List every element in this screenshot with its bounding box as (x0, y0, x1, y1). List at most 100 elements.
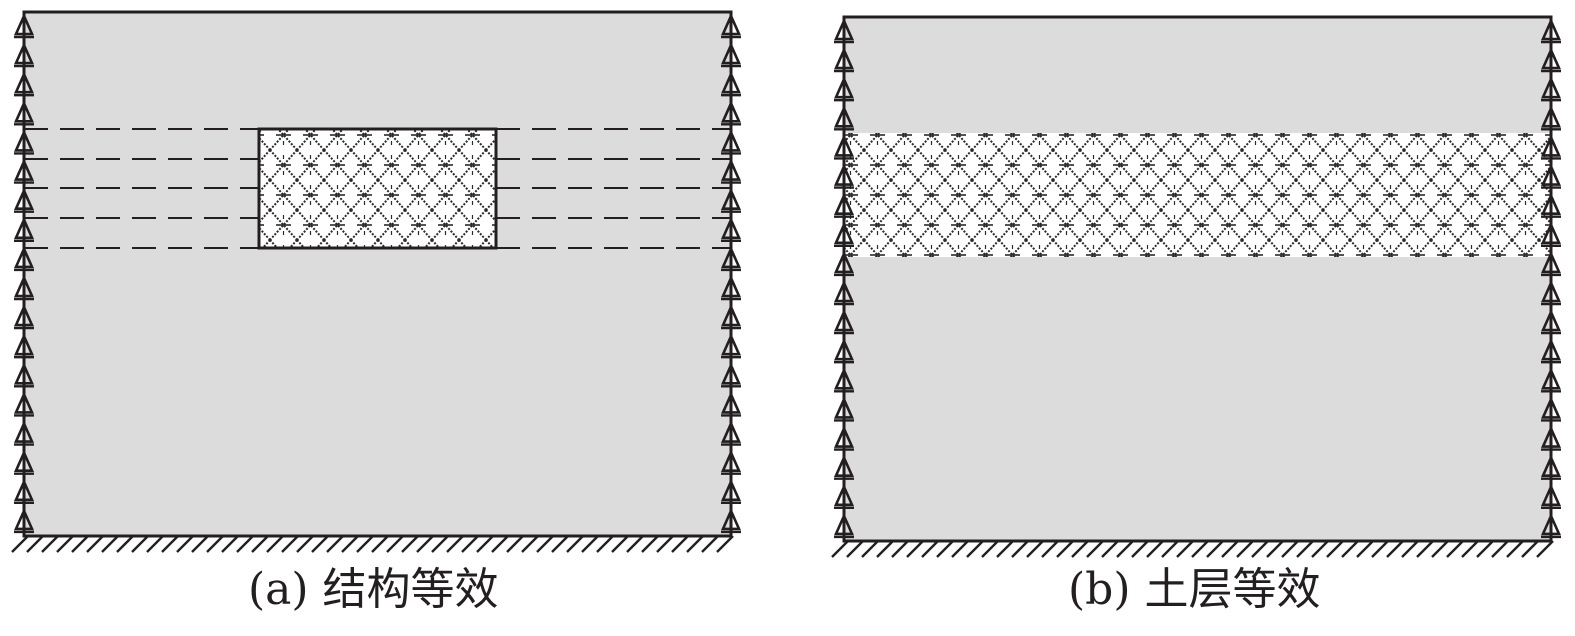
hatch-mark (266, 535, 284, 553)
roller-support-triangle (1540, 17, 1562, 41)
hatch-mark (1416, 540, 1434, 558)
hatch-mark (716, 535, 734, 553)
hatch-mark (1176, 540, 1194, 558)
roller-support-triangle (720, 12, 742, 36)
roller-support-triangle (833, 483, 855, 507)
hatch-mark (1086, 540, 1104, 558)
roller-support-triangle (1540, 483, 1562, 507)
hatch-mark (86, 535, 104, 553)
hatch-mark (626, 535, 644, 553)
roller-support-triangle (833, 308, 855, 332)
roller-support-triangle (1540, 221, 1562, 245)
hatch-mark (206, 535, 224, 553)
roller-support-triangle (833, 454, 855, 477)
roller-support-triangle (1540, 105, 1562, 128)
hatch-mark (966, 540, 984, 558)
hatch-mark (906, 540, 924, 558)
hatch-mark (1341, 540, 1359, 558)
hatch-mark (416, 535, 434, 553)
hatch-mark (371, 535, 389, 553)
hatch-mark (116, 535, 134, 553)
roller-support-triangle (833, 163, 855, 186)
hatch-mark (521, 535, 539, 553)
hatch-mark (1356, 540, 1374, 558)
roller-support-triangle (1540, 76, 1562, 99)
equivalent-soil-layer (844, 133, 1551, 257)
roller-support-triangle (720, 420, 742, 443)
roller-support-triangle (13, 12, 35, 36)
roller-support-triangle (833, 338, 855, 361)
panel-b-soil-layer-equivalent (831, 15, 1562, 558)
roller-support-triangle (13, 420, 35, 443)
hatch-mark (1041, 540, 1059, 558)
hatch-mark (861, 540, 879, 558)
hatch-mark (1026, 540, 1044, 558)
hatch-mark (1131, 540, 1149, 558)
roller-support-triangle (1540, 134, 1562, 157)
roller-support-triangle (720, 129, 742, 152)
roller-support-triangle (1540, 250, 1562, 274)
roller-support-triangle (720, 71, 742, 94)
roller-support-triangle (720, 216, 742, 240)
hatch-mark (491, 535, 509, 553)
roller-support-triangle (833, 367, 855, 390)
hatch-mark (921, 540, 939, 558)
roller-support-triangle (1540, 279, 1562, 303)
hatch-mark (1011, 540, 1029, 558)
hatch-mark (596, 535, 614, 553)
hatch-mark (296, 535, 314, 553)
roller-support-triangle (13, 129, 35, 152)
roller-support-triangle (13, 391, 35, 414)
hatch-mark (1206, 540, 1224, 558)
hatch-mark (1281, 540, 1299, 558)
hatch-mark (476, 535, 494, 553)
roller-support-triangle (833, 396, 855, 419)
hatch-mark (236, 535, 254, 553)
hatch-mark (686, 535, 704, 553)
hatch-mark (1191, 540, 1209, 558)
hatch-mark (446, 535, 464, 553)
hatch-mark (341, 535, 359, 553)
hatch-mark (1056, 540, 1074, 558)
roller-support-triangle (833, 192, 855, 215)
hatch-mark (876, 540, 894, 558)
right-roller-supports (1540, 17, 1562, 541)
hatch-mark (401, 535, 419, 553)
roller-support-triangle (833, 134, 855, 157)
hatch-mark (1371, 540, 1389, 558)
hatch-mark (1431, 540, 1449, 558)
hatch-mark (1146, 540, 1164, 558)
roller-support-triangle (720, 391, 742, 414)
roller-support-triangle (1540, 367, 1562, 390)
roller-support-triangle (833, 17, 855, 41)
hatch-mark (1401, 540, 1419, 558)
hatch-mark (101, 535, 119, 553)
roller-support-triangle (833, 512, 855, 536)
fixed-base-hatching (831, 539, 1554, 558)
roller-support-triangle (1540, 454, 1562, 477)
hatch-mark (656, 535, 674, 553)
hatch-mark (671, 535, 689, 553)
roller-support-triangle (13, 333, 35, 356)
hatch-mark (936, 540, 954, 558)
left-roller-supports (13, 12, 35, 536)
hatch-mark (356, 535, 374, 553)
hatch-mark (1461, 540, 1479, 558)
roller-support-triangle (833, 221, 855, 245)
hatch-mark (386, 535, 404, 553)
hatch-mark (566, 535, 584, 553)
caption-b: (b) 土层等效 (1068, 564, 1321, 615)
roller-support-triangle (833, 425, 855, 448)
hatch-mark (951, 540, 969, 558)
roller-support-triangle (833, 76, 855, 99)
hatch-mark (1221, 540, 1239, 558)
roller-support-triangle (720, 274, 742, 298)
roller-support-triangle (13, 245, 35, 269)
hatch-mark (536, 535, 554, 553)
hatch-mark (26, 535, 44, 553)
roller-support-triangle (13, 41, 35, 65)
roller-support-triangle (13, 100, 35, 123)
hatch-mark (326, 535, 344, 553)
roller-support-triangle (1540, 308, 1562, 332)
hatch-mark (846, 540, 864, 558)
